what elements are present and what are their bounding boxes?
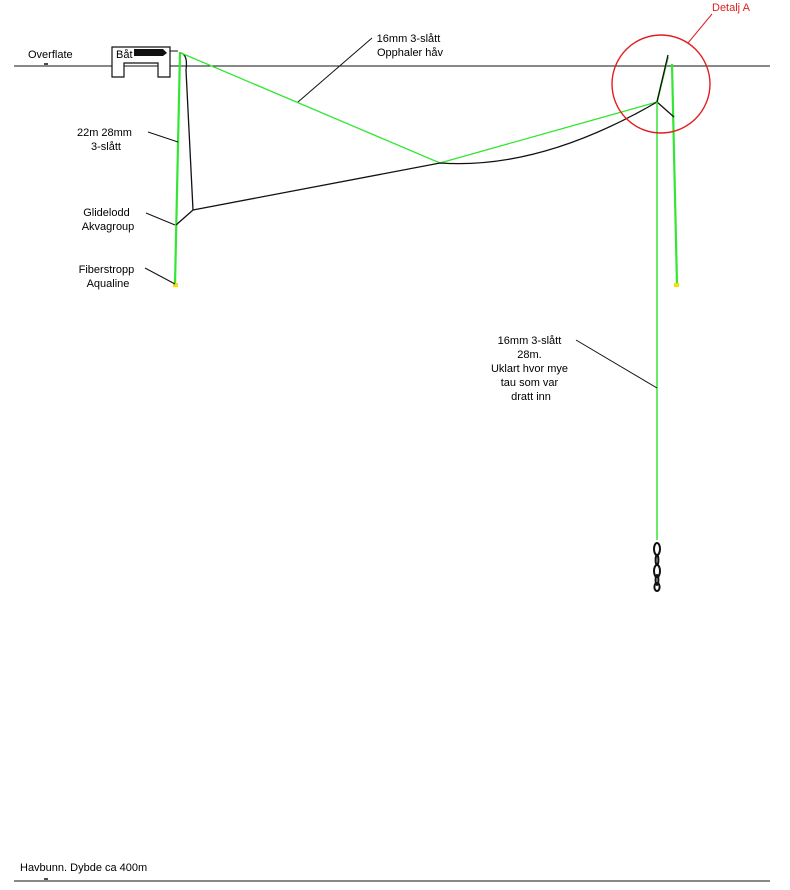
glidelodd-label: Glidelodd Akvagroup <box>82 207 135 233</box>
boat-icon <box>111 46 178 78</box>
downline-label: 16mm 3-slått 28m. Uklart hvor mye tau so… <box>491 335 571 403</box>
opphaler-rope-left <box>180 52 441 164</box>
leader-opphaler <box>297 37 373 103</box>
main-black-rope <box>192 101 658 211</box>
boat-label: Båt <box>116 49 133 61</box>
surface-label: Overflate <box>28 49 73 61</box>
leader-rope-22m <box>147 131 179 143</box>
detail-a-label: Detalj A <box>712 2 751 14</box>
leader-downline <box>575 339 658 389</box>
yellow-marker-icon <box>173 283 178 287</box>
opphaler-label: 16mm 3-slått Opphaler håv <box>377 33 444 59</box>
seabed-label: Havbunn. Dybde ca 400m <box>20 862 147 874</box>
leader-fiberstropp <box>144 267 176 285</box>
fiberstropp-label: Fiberstropp Aqualine <box>79 264 138 290</box>
right-green-vertical <box>670 63 679 286</box>
left-vertical-rope <box>173 51 182 286</box>
detail-a-leader <box>687 13 713 44</box>
detail-a-circle <box>611 34 711 134</box>
glidelodd-joint <box>175 209 194 226</box>
chain-icon <box>653 542 661 592</box>
boat-down-line <box>180 52 194 211</box>
leader-glidelodd <box>145 212 176 226</box>
rope-22m-label: 22m 28mm 3-slått <box>77 127 135 153</box>
opphaler-rope-right <box>439 101 658 164</box>
yellow-marker-icon <box>674 283 679 287</box>
